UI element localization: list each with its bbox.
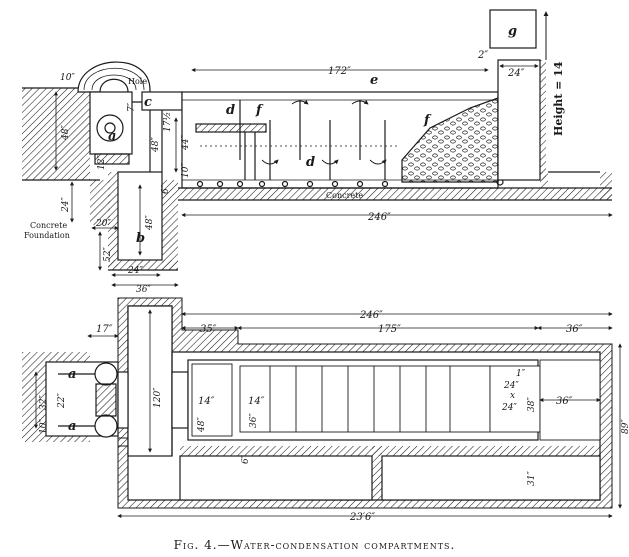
dim-52: 52″	[103, 247, 113, 262]
fan-wheel	[96, 114, 124, 142]
fan-base	[94, 153, 130, 165]
plan-dim-1: 1″	[516, 369, 526, 379]
dim-2: 2″	[477, 50, 488, 61]
plan-dim-246: 246″	[359, 310, 383, 321]
label-baffle-1: d	[226, 103, 235, 118]
label-box: g	[508, 24, 517, 39]
plan-dim-32: 32″	[39, 395, 49, 410]
dim-172: 172″	[328, 66, 351, 77]
dim-10-in: 10″	[181, 163, 191, 178]
label-filter-2: f	[423, 113, 432, 128]
label-baffle-2: d	[306, 155, 315, 170]
plan-x: x	[510, 391, 515, 401]
baffle-plates	[239, 100, 386, 180]
plan-view	[22, 297, 622, 518]
dim-7: 7″	[127, 102, 137, 112]
label-concrete: Concrete	[326, 191, 363, 200]
dim-246: 246″	[367, 212, 391, 223]
plan-dim-35: 35″	[200, 324, 217, 335]
label-concrete-foundation-1: Concrete	[30, 221, 67, 230]
plan-dim-23-6: 23′6″	[349, 512, 375, 523]
spray-header	[195, 123, 267, 133]
plan-dim-48: 48″	[197, 417, 207, 433]
label-chamber: c	[144, 95, 152, 110]
plan-dim-36-top: 36″	[566, 324, 583, 335]
plan-dim-175: 175″	[378, 324, 401, 335]
figure-caption: Fig. 4.—Water-condensation compartments.	[0, 538, 629, 552]
caption-dash: —	[217, 538, 231, 552]
label-pipe: b	[136, 231, 145, 246]
dim-24-bot: 24″	[127, 266, 143, 276]
plan-labels: a a 246″ 35″ 175″ 36″ 17″ 32″ 22″ 10″ 12…	[39, 310, 629, 523]
caption-title: Water-condensation compartments.	[230, 538, 456, 552]
chimney	[497, 59, 541, 181]
label-fan: a	[108, 129, 116, 144]
box-g	[489, 9, 537, 49]
plan-dim-24-x: 24″	[503, 381, 519, 391]
plan-dim-24-x2: 24″	[501, 403, 517, 413]
dim-10-fan: 10″	[60, 73, 75, 83]
stone-filter	[401, 97, 499, 183]
dim-24-left: 24″	[61, 197, 71, 213]
dim-48-in: 48″	[151, 137, 161, 153]
label-height: Height = 14	[552, 61, 565, 136]
plan-dim-36-right: 36″	[556, 396, 573, 407]
plan-dim-17: 17″	[96, 324, 113, 335]
label-hole: Hole	[128, 77, 147, 86]
plan-dim-38: 38″	[527, 397, 537, 412]
dim-6: 6″	[161, 184, 171, 194]
plan-outlet	[489, 365, 541, 433]
plan-dim-10: 10″	[39, 419, 49, 434]
plan-dim-89: 89″	[621, 419, 629, 434]
dim-36-bot: 36″	[136, 285, 151, 295]
label-fan-plan-top: a	[68, 367, 76, 382]
plan-fan-a-bottom	[94, 414, 118, 438]
dim-12: 12″	[97, 155, 107, 170]
dim-20: 20″	[95, 219, 111, 229]
elevation-view	[22, 9, 613, 287]
concrete-floor	[178, 188, 612, 200]
plan-inner-chamber	[187, 359, 539, 441]
label-fan-plan-bottom: a	[68, 419, 76, 434]
plan-dim-120: 120″	[153, 387, 163, 408]
plan-fan-a-top	[94, 362, 118, 386]
dim-48-pipe: 48″	[145, 215, 155, 231]
label-concrete-foundation-2: Foundation	[24, 231, 70, 240]
plan-dim-14-a: 14″	[198, 396, 215, 407]
dim-44: 44″	[181, 135, 191, 151]
plan-dim-31: 31″	[527, 471, 537, 486]
plan-dim-36-in: 36″	[249, 413, 259, 428]
plan-plate-grid	[239, 365, 491, 433]
label-filter-1: f	[255, 103, 264, 118]
dim-24-top: 24″	[507, 68, 525, 79]
label-duct: e	[370, 73, 378, 88]
dim-48-left: 48″	[61, 125, 71, 141]
elevation-labels: a b c d d e f f g Hole Concrete Concrete…	[24, 24, 565, 295]
plan-dim-6: 6″	[241, 454, 251, 464]
plan-dim-22: 22″	[57, 393, 67, 409]
caption-prefix: Fig. 4.	[173, 538, 218, 552]
dim-17-5: 17½	[162, 112, 173, 132]
plan-dim-14-b: 14″	[248, 396, 265, 407]
